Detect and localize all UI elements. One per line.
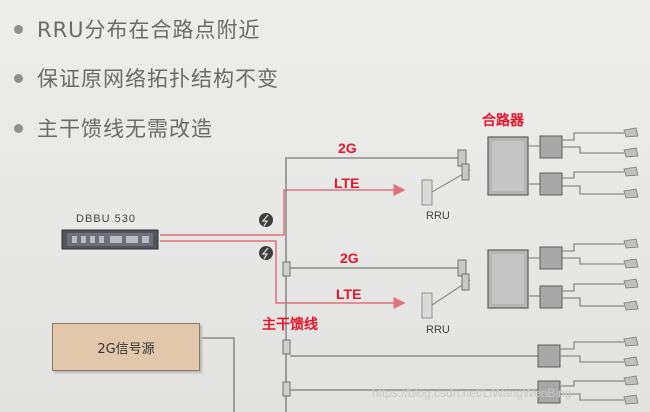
lightning-icon — [259, 246, 273, 260]
rru-label-bottom: RRU — [426, 324, 450, 336]
bullet-text: 保证原网络拓扑结构不变 — [37, 67, 279, 91]
band-label-lte-top: LTE — [334, 175, 360, 191]
bullet-item: 保证原网络拓扑结构不变 — [14, 63, 279, 93]
signal-source-box: 2G信号源 — [52, 323, 200, 371]
band-label-2g-bottom: 2G — [340, 250, 359, 266]
lightning-icon — [259, 213, 273, 227]
combiner-label: 合路器 — [482, 112, 524, 128]
signal-source-label: 2G信号源 — [97, 341, 155, 357]
antenna-links-top — [562, 132, 624, 195]
dbbu-label: DBBU 530 — [76, 213, 136, 225]
feeder-couplers — [282, 261, 291, 397]
bullet-text: 主干馈线无需改造 — [37, 117, 213, 141]
watermark-text: https://blog.csdn.net/LiWangWenBing — [372, 386, 572, 400]
bullet-dot-icon — [14, 123, 23, 133]
main-feeder-label: 主干馈线 — [262, 316, 318, 332]
rru-label-top: RRU — [426, 210, 450, 222]
antenna-links-bottom — [562, 243, 624, 307]
band-label-lte-bottom: LTE — [336, 286, 362, 302]
bullet-item: RRU分布在合路点附近 — [14, 14, 261, 44]
dbbu-unit — [61, 229, 159, 250]
splitter-lower — [537, 344, 561, 404]
combiner-bottom — [457, 246, 563, 309]
antenna-links-lower — [560, 341, 624, 401]
bullet-item: 主干馈线无需改造 — [14, 113, 213, 143]
bullet-dot-icon — [14, 73, 23, 83]
combiner-top — [457, 135, 563, 196]
antenna-icon — [623, 127, 639, 405]
bullet-text: RRU分布在合路点附近 — [37, 18, 261, 42]
bullet-dot-icon — [14, 24, 23, 34]
band-label-2g-top: 2G — [338, 140, 357, 156]
feeder-tree — [198, 157, 538, 412]
lte-links — [160, 184, 406, 309]
